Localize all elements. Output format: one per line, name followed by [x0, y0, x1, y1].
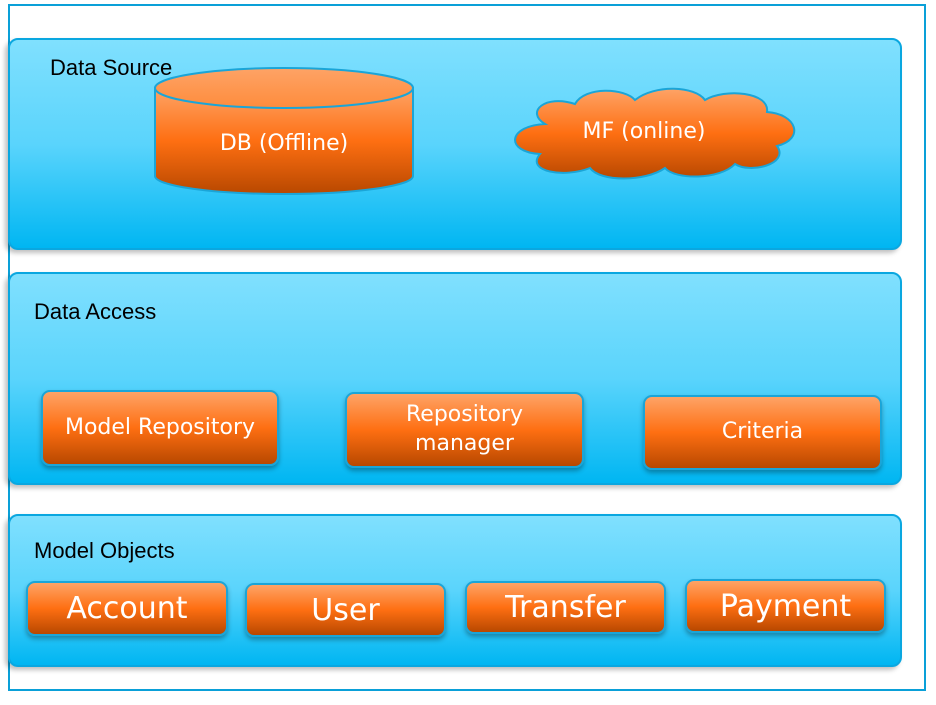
- repository-manager-box: Repository manager: [345, 392, 584, 468]
- cloud-icon: [514, 87, 796, 180]
- model-objects-title: Model Objects: [34, 538, 175, 563]
- data-access-title: Data Access: [34, 299, 157, 324]
- account-box: Account: [26, 581, 228, 636]
- transfer-box: Transfer: [465, 581, 666, 634]
- model-repository-box: Model Repository: [41, 390, 279, 466]
- db-label: DB (Offline): [219, 131, 349, 156]
- cloud-label: MF (online): [582, 119, 706, 144]
- data-source-title: Data Source: [50, 55, 173, 80]
- user-box: User: [245, 583, 446, 637]
- database-cylinder-icon: [154, 67, 414, 195]
- criteria-box: Criteria: [643, 395, 882, 470]
- payment-box: Payment: [685, 579, 886, 633]
